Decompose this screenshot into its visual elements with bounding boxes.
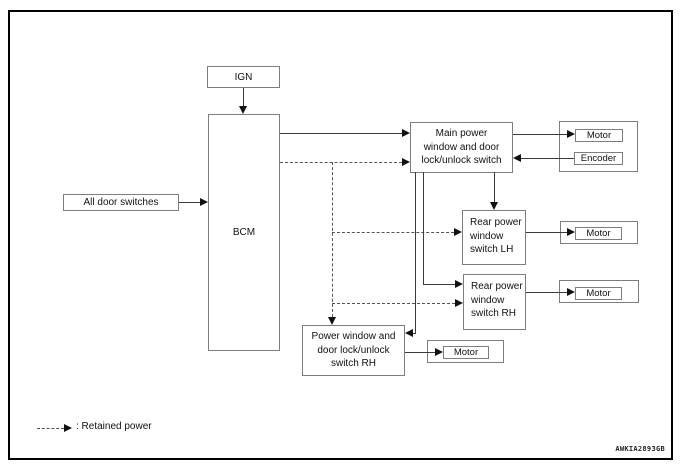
- motor-rear-lh-label: Motor: [586, 228, 611, 239]
- arrowhead-right-icon: [567, 288, 575, 296]
- ign-box: IGN: [207, 66, 280, 88]
- motor-rear-rh-label: Motor: [586, 288, 611, 299]
- arrowhead-right-icon: [402, 158, 410, 166]
- motor-front-rh-box: Motor: [443, 346, 489, 359]
- motor-main-box: Motor: [575, 129, 623, 142]
- power-window-switch-rh-label-line1: Power window and: [311, 331, 396, 342]
- arrowhead-right-icon: [567, 228, 575, 236]
- bcm-box: BCM: [208, 114, 280, 351]
- connector-bcm-to-main-retained: [280, 162, 402, 163]
- legend-dashed-line-sample: [37, 428, 64, 429]
- arrowhead-right-icon: [455, 280, 463, 288]
- arrowhead-down-icon: [490, 202, 498, 210]
- rear-switch-rh-label-line2: window: [471, 294, 505, 306]
- connector-rearrh-to-motor: [526, 292, 567, 293]
- connector-main-to-rearlh: [494, 172, 495, 202]
- diagram-frame: [8, 10, 673, 460]
- power-window-switch-rh-label-line3: switch RH: [330, 358, 376, 369]
- arrowhead-right-icon: [455, 299, 463, 307]
- connector-main-to-frontrh-horizontal: [411, 333, 416, 334]
- connector-ign-to-bcm: [243, 88, 244, 106]
- ign-label: IGN: [234, 71, 253, 83]
- arrowhead-down-icon: [239, 106, 247, 114]
- connector-main-to-motor: [513, 134, 567, 135]
- connector-frontrh-to-motor: [405, 352, 435, 353]
- arrowhead-right-icon: [454, 228, 462, 236]
- rear-switch-rh-box: Rear power window switch RH: [463, 274, 526, 330]
- arrowhead-right-icon: [402, 129, 410, 137]
- main-power-switch-label-line3: lock/unlock switch: [421, 155, 502, 166]
- arrowhead-left-icon: [405, 329, 413, 337]
- connector-retained-to-rear-lh: [332, 232, 454, 233]
- motor-rear-rh-box: Motor: [575, 287, 622, 300]
- all-door-switches-label: All door switches: [83, 197, 159, 208]
- all-door-switches-box: All door switches: [63, 194, 179, 211]
- power-window-switch-rh-label-line2: door lock/unlock: [317, 344, 390, 356]
- arrowhead-right-icon: [200, 198, 208, 206]
- rear-switch-rh-label-line1: Rear power: [471, 281, 523, 292]
- arrowhead-left-icon: [513, 154, 521, 162]
- legend-arrowhead-icon: [64, 424, 72, 432]
- bcm-label: BCM: [232, 227, 256, 238]
- motor-rear-lh-box: Motor: [575, 227, 622, 240]
- connector-main-to-rearrh-vertical: [423, 172, 424, 284]
- connector-bcm-to-main: [280, 133, 402, 134]
- connector-main-to-frontrh-vertical: [415, 172, 416, 334]
- rear-switch-lh-label-line1: Rear power: [470, 217, 522, 228]
- legend-label: : Retained power: [76, 421, 152, 432]
- connector-retained-to-rear-rh: [332, 303, 455, 304]
- connector-main-to-rearrh-horizontal: [423, 284, 455, 285]
- connector-retained-trunk: [332, 162, 333, 317]
- encoder-box: Encoder: [574, 152, 623, 165]
- arrowhead-down-icon: [328, 317, 336, 325]
- connector-encoder-to-main: [521, 158, 574, 159]
- arrowhead-right-icon: [435, 348, 443, 356]
- figure-code: AWKIA2893GB: [615, 445, 665, 453]
- main-power-switch-label-line2: window and door: [423, 141, 500, 153]
- power-window-switch-rh-box: Power window and door lock/unlock switch…: [302, 325, 405, 376]
- connector-rearlh-to-motor: [526, 232, 567, 233]
- arrowhead-right-icon: [567, 130, 575, 138]
- rear-switch-lh-box: Rear power window switch LH: [462, 210, 526, 265]
- main-power-switch-box: Main power window and door lock/unlock s…: [410, 122, 513, 173]
- rear-switch-lh-label-line3: switch LH: [470, 244, 514, 255]
- rear-switch-lh-label-line2: window: [470, 230, 504, 242]
- rear-switch-rh-label-line3: switch RH: [471, 308, 517, 319]
- motor-front-rh-label: Motor: [453, 347, 479, 358]
- main-power-switch-label-line1: Main power: [435, 128, 488, 139]
- connector-doorswitches-to-bcm: [179, 202, 200, 203]
- encoder-label: Encoder: [580, 153, 617, 164]
- motor-main-label: Motor: [586, 130, 612, 141]
